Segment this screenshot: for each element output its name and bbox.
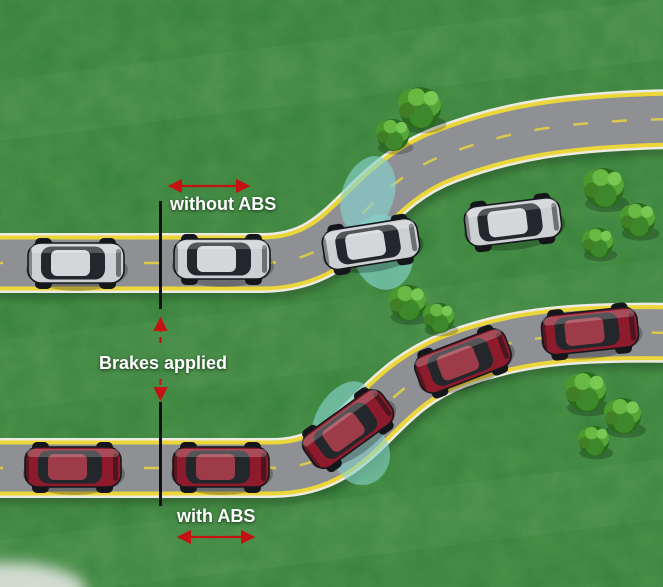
annotations: [153, 178, 256, 545]
car-without-abs-2: [171, 233, 275, 288]
corner-highlight: [0, 562, 86, 587]
label-with-abs: with ABS: [177, 506, 256, 526]
car-with-abs-1: [22, 441, 126, 496]
label-brakes-applied: Brakes applied: [99, 353, 228, 373]
car-without-abs-1: [25, 237, 129, 292]
label-without-abs: without ABS: [170, 194, 277, 214]
car-with-abs-2: [170, 441, 274, 496]
